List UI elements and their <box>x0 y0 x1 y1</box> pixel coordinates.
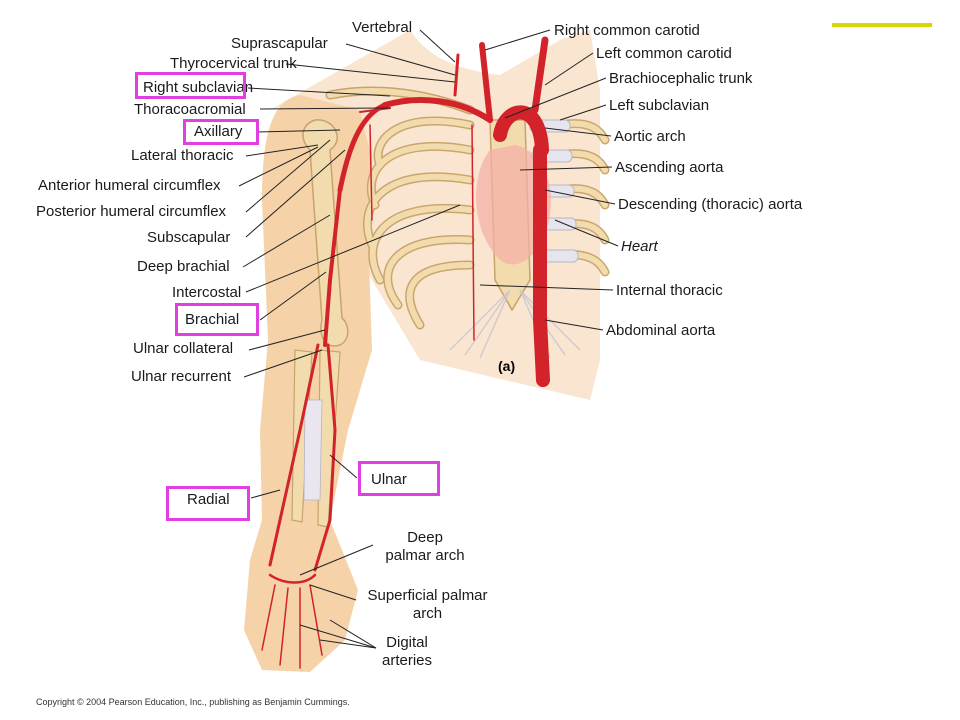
label-ascending-aorta: Ascending aorta <box>615 159 724 176</box>
internal-thoracic-vessel <box>471 124 475 341</box>
label-thyrocervical-trunk: Thyrocervical trunk <box>170 55 297 72</box>
label-thoracoacromial: Thoracoacromial <box>134 101 246 118</box>
label-right-subclavian: Right subclavian <box>143 79 254 96</box>
radial-vessel <box>268 343 320 567</box>
accent-bar <box>832 23 932 27</box>
palmar-arches <box>268 573 317 584</box>
label-suprascapular: Suprascapular <box>231 35 328 52</box>
label-subscapular: Subscapular <box>147 229 231 246</box>
label-ulnar-collateral: Ulnar collateral <box>133 340 234 357</box>
heart <box>476 145 551 265</box>
label-right-common-carotid: Right common carotid <box>554 22 700 39</box>
label-brachial: Brachial <box>185 311 240 328</box>
label-brachiocephalic-trunk: Brachiocephalic trunk <box>609 70 753 87</box>
left-common-carotid-vessel <box>531 36 549 114</box>
label-deep-brachial: Deep brachial <box>137 258 230 275</box>
label-ulnar: Ulnar <box>371 471 407 488</box>
label-descending-thoracic-aorta: Descending (thoracic) aorta <box>618 196 803 213</box>
superficial-palmar-arch-line2: arch <box>412 605 443 622</box>
highlight-box-axillary <box>183 119 259 145</box>
label-ulnar-recurrent: Ulnar recurrent <box>131 368 232 385</box>
deep-palmar-arch-line1: Deep <box>407 529 443 546</box>
label-lateral-thoracic: Lateral thoracic <box>131 147 234 164</box>
label-internal-thoracic: Internal thoracic <box>616 282 723 299</box>
deep-palmar-arch-line2: palmar arch <box>385 547 465 564</box>
copyright-notice: Copyright © 2004 Pearson Education, Inc.… <box>36 697 350 707</box>
label-abdominal-aorta: Abdominal aorta <box>606 322 716 339</box>
label-aortic-arch: Aortic arch <box>614 128 686 145</box>
label-superficial-palmar-arch: Superficial palmar arch <box>355 587 500 623</box>
label-anterior-humeral-circumflex: Anterior humeral circumflex <box>38 177 221 194</box>
brachial-vessel <box>323 188 342 347</box>
digital-vessels <box>261 584 323 669</box>
label-radial: Radial <box>187 491 230 508</box>
label-intercostal: Intercostal <box>172 284 242 301</box>
highlight-box-radial <box>166 486 250 521</box>
interosseous-membrane <box>303 399 323 501</box>
vertebral-vessel <box>453 53 460 97</box>
thoracoacromial-vessel <box>359 107 391 113</box>
highlight-box-ulnar <box>358 461 440 496</box>
superficial-palmar-arch-line1: Superficial palmar <box>367 587 488 604</box>
label-axillary: Axillary <box>194 123 243 140</box>
label-left-common-carotid: Left common carotid <box>596 45 732 62</box>
right-common-carotid-vessel <box>479 42 493 123</box>
highlight-box-brachial <box>175 303 259 336</box>
right-subclavian-vessel <box>382 97 493 123</box>
digital-arteries-line1: Digital <box>386 634 428 651</box>
label-left-subclavian: Left subclavian <box>609 97 710 114</box>
arteries <box>261 36 550 669</box>
highlight-box-right-subclavian <box>135 72 246 99</box>
label-deep-palmar-arch: Deep palmar arch <box>375 529 475 565</box>
digital-arteries-line2: arteries <box>381 652 433 669</box>
lateral-thoracic-vessel <box>369 124 373 221</box>
label-digital-arteries: Digital arteries <box>372 634 442 670</box>
descending-aorta <box>533 143 550 387</box>
label-heart: Heart <box>621 238 658 255</box>
leader-lines <box>238 29 619 649</box>
label-vertebral: Vertebral <box>352 19 413 36</box>
ulnar-vessel <box>313 343 337 572</box>
label-posterior-humeral-circumflex: Posterior humeral circumflex <box>36 203 227 220</box>
figure-part-label: (a) <box>498 358 516 374</box>
aortic-arch <box>493 105 549 157</box>
